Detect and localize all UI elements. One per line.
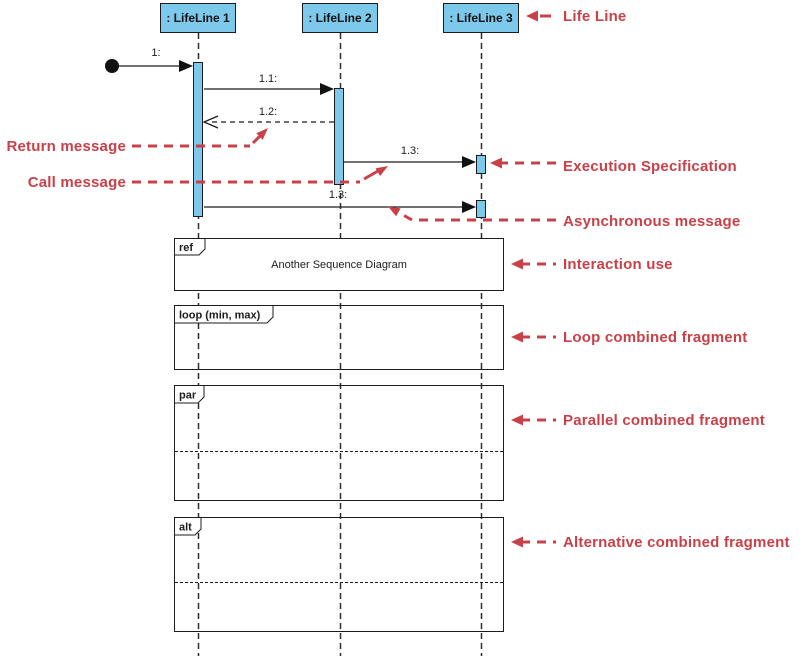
- annotation-loop-fragment: Loop combined fragment: [563, 329, 748, 346]
- lifeline-2-label: : LifeLine 2: [308, 11, 372, 25]
- interaction-use-annotation-arrowhead: [511, 258, 523, 270]
- message-1-3-arrowhead: [462, 156, 476, 168]
- annotation-execution-spec: Execution Specification: [563, 158, 737, 175]
- execution-specification-bar-1: [476, 155, 486, 174]
- fragment-operator-pentagon: loop (min, max): [174, 305, 274, 324]
- loop-annotation-arrowhead: [511, 331, 523, 343]
- async-annotation-arrowhead: [388, 206, 401, 217]
- call-annotation-arrowhead: [375, 166, 388, 176]
- fragment-operator-pentagon: ref: [174, 238, 206, 256]
- message-1-2-open-arrowhead: [202, 115, 219, 129]
- annotation-parallel-fragment: Parallel combined fragment: [563, 412, 765, 429]
- async-message-arrowhead: [462, 201, 476, 213]
- annotation-asynchronous-message: Asynchronous message: [563, 213, 741, 230]
- ref-operator-label: ref: [179, 242, 193, 254]
- lifeline-head-2: : LifeLine 2: [302, 3, 378, 33]
- message-1-3-label: 1.3:: [400, 145, 420, 157]
- life-line-annotation-arrowhead: [526, 10, 538, 22]
- activation-bar-lifeline1: [193, 62, 203, 217]
- interaction-use-fragment: ref Another Sequence Diagram: [174, 238, 504, 291]
- annotation-return-message: Return message: [6, 138, 126, 155]
- loop-operator-label: loop (min, max): [179, 310, 261, 322]
- initial-node: [105, 59, 119, 73]
- loop-fragment: loop (min, max): [174, 305, 504, 370]
- call-annotation-diagonal: [363, 169, 379, 181]
- annotation-call-message: Call message: [27, 174, 126, 191]
- alternative-fragment: alt: [174, 517, 504, 632]
- lifeline-head-3: : LifeLine 3: [443, 3, 519, 33]
- message-1-1-arrowhead: [320, 83, 334, 95]
- message-1-2-label: 1.2:: [258, 106, 278, 118]
- message-1-label: 1:: [151, 47, 161, 59]
- annotation-life-line: Life Line: [563, 8, 627, 25]
- alt-operator-label: alt: [179, 522, 192, 534]
- return-annotation-diagonal: [251, 132, 264, 145]
- return-annotation-arrowhead: [256, 128, 268, 140]
- activation-bar-lifeline2: [334, 88, 344, 185]
- alternative-annotation-arrowhead: [511, 536, 523, 548]
- parallel-fragment: par: [174, 385, 504, 501]
- execution-specification-bar-2: [476, 200, 486, 218]
- lifeline-1-label: : LifeLine 1: [166, 11, 230, 25]
- fragment-region-divider: [175, 582, 503, 583]
- lifeline-3-label: : LifeLine 3: [449, 11, 513, 25]
- interaction-use-body-text: Another Sequence Diagram: [271, 258, 407, 271]
- fragment-region-divider: [175, 451, 503, 452]
- fragment-operator-pentagon: par: [174, 385, 205, 404]
- parallel-annotation-arrowhead: [511, 414, 523, 426]
- annotation-alternative-fragment: Alternative combined fragment: [563, 534, 790, 551]
- message-1-1-label: 1.1:: [258, 73, 278, 85]
- message-1-arrowhead: [179, 60, 193, 72]
- lifeline-head-1: : LifeLine 1: [160, 3, 236, 33]
- async-message-label: 1.3:: [328, 189, 348, 201]
- fragment-operator-pentagon: alt: [174, 517, 202, 536]
- annotation-interaction-use: Interaction use: [563, 256, 673, 273]
- execution-spec-annotation-arrowhead: [490, 157, 502, 169]
- par-operator-label: par: [179, 390, 197, 402]
